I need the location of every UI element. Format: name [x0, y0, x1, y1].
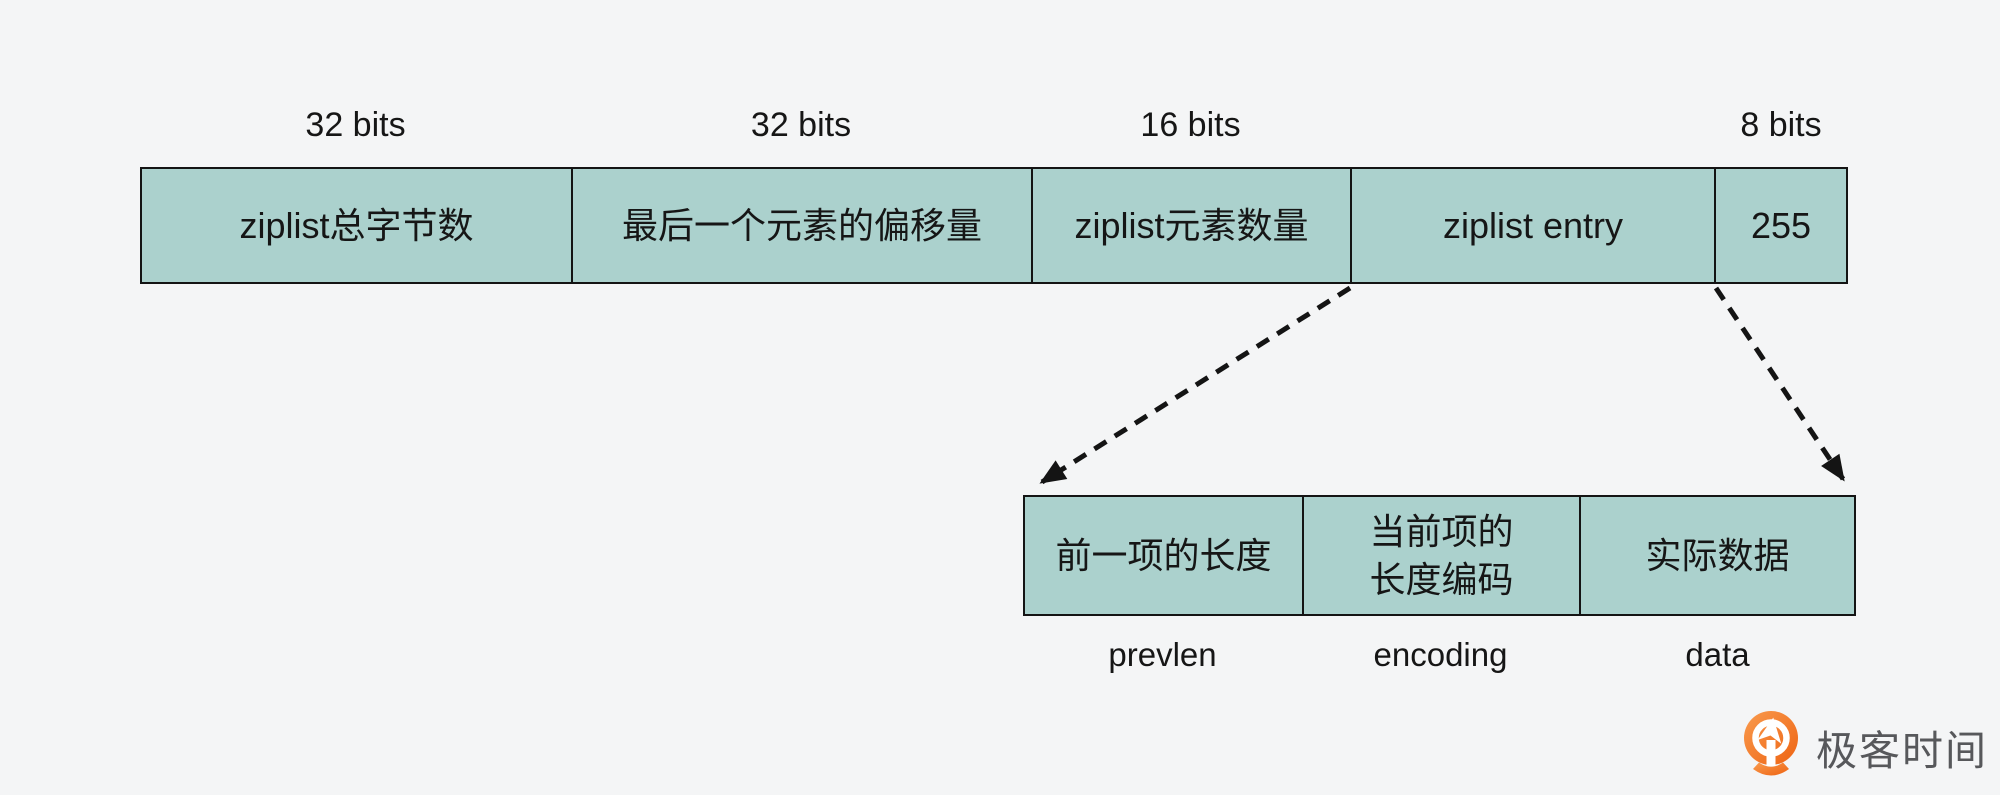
- sublabel-data: data: [1685, 636, 1750, 673]
- dashed-arrow-left: [1039, 285, 1352, 485]
- cell-last-element-offset: 最后一个元素的偏移量: [571, 169, 1031, 282]
- sublabel-encoding: encoding: [1373, 636, 1508, 673]
- cell-label: 最后一个元素的偏移量: [621, 204, 982, 246]
- sublabel-prevlen: prevlen: [1108, 636, 1217, 673]
- cell-ziplist-entry-count: ziplist元素数量: [1031, 169, 1350, 282]
- cell-ziplist-total-bytes: ziplist总字节数: [142, 169, 571, 282]
- ziplist-header-row: ziplist总字节数 最后一个元素的偏移量 ziplist元素数量 zipli…: [140, 167, 1848, 284]
- cell-label: 前一项的长度: [1055, 534, 1272, 576]
- cell-label: 255: [1750, 204, 1812, 246]
- bits-label-last-offset: 32 bits: [750, 106, 852, 144]
- cell-label: ziplist entry: [1442, 204, 1624, 246]
- cell-label-line2: 长度编码: [1369, 558, 1514, 600]
- bits-label-end-byte: 8 bits: [1740, 106, 1822, 144]
- cell-label: 实际数据: [1645, 534, 1790, 576]
- geektime-logo-icon: [1744, 711, 1798, 776]
- cell-ziplist-entry: ziplist entry: [1350, 169, 1714, 282]
- bits-label-total-bytes: 32 bits: [305, 106, 406, 144]
- geektime-logo: 极客时间: [1740, 710, 1988, 784]
- cell-prevlen: 前一项的长度: [1025, 497, 1302, 614]
- cell-encoding: 当前项的 长度编码: [1302, 497, 1579, 614]
- ziplist-entry-detail-row: 前一项的长度 当前项的 长度编码 实际数据: [1023, 495, 1856, 616]
- cell-data: 实际数据: [1579, 497, 1854, 614]
- cell-label-line1: 当前项的: [1369, 510, 1514, 552]
- cell-label: ziplist元素数量: [1074, 204, 1309, 246]
- cell-end-byte-255: 255: [1714, 169, 1846, 282]
- dashed-arrow-right: [1713, 286, 1846, 482]
- bits-label-entry-count: 16 bits: [1140, 106, 1241, 144]
- cell-label: ziplist总字节数: [239, 204, 474, 246]
- geektime-logo-text: 极客时间: [1816, 728, 1988, 774]
